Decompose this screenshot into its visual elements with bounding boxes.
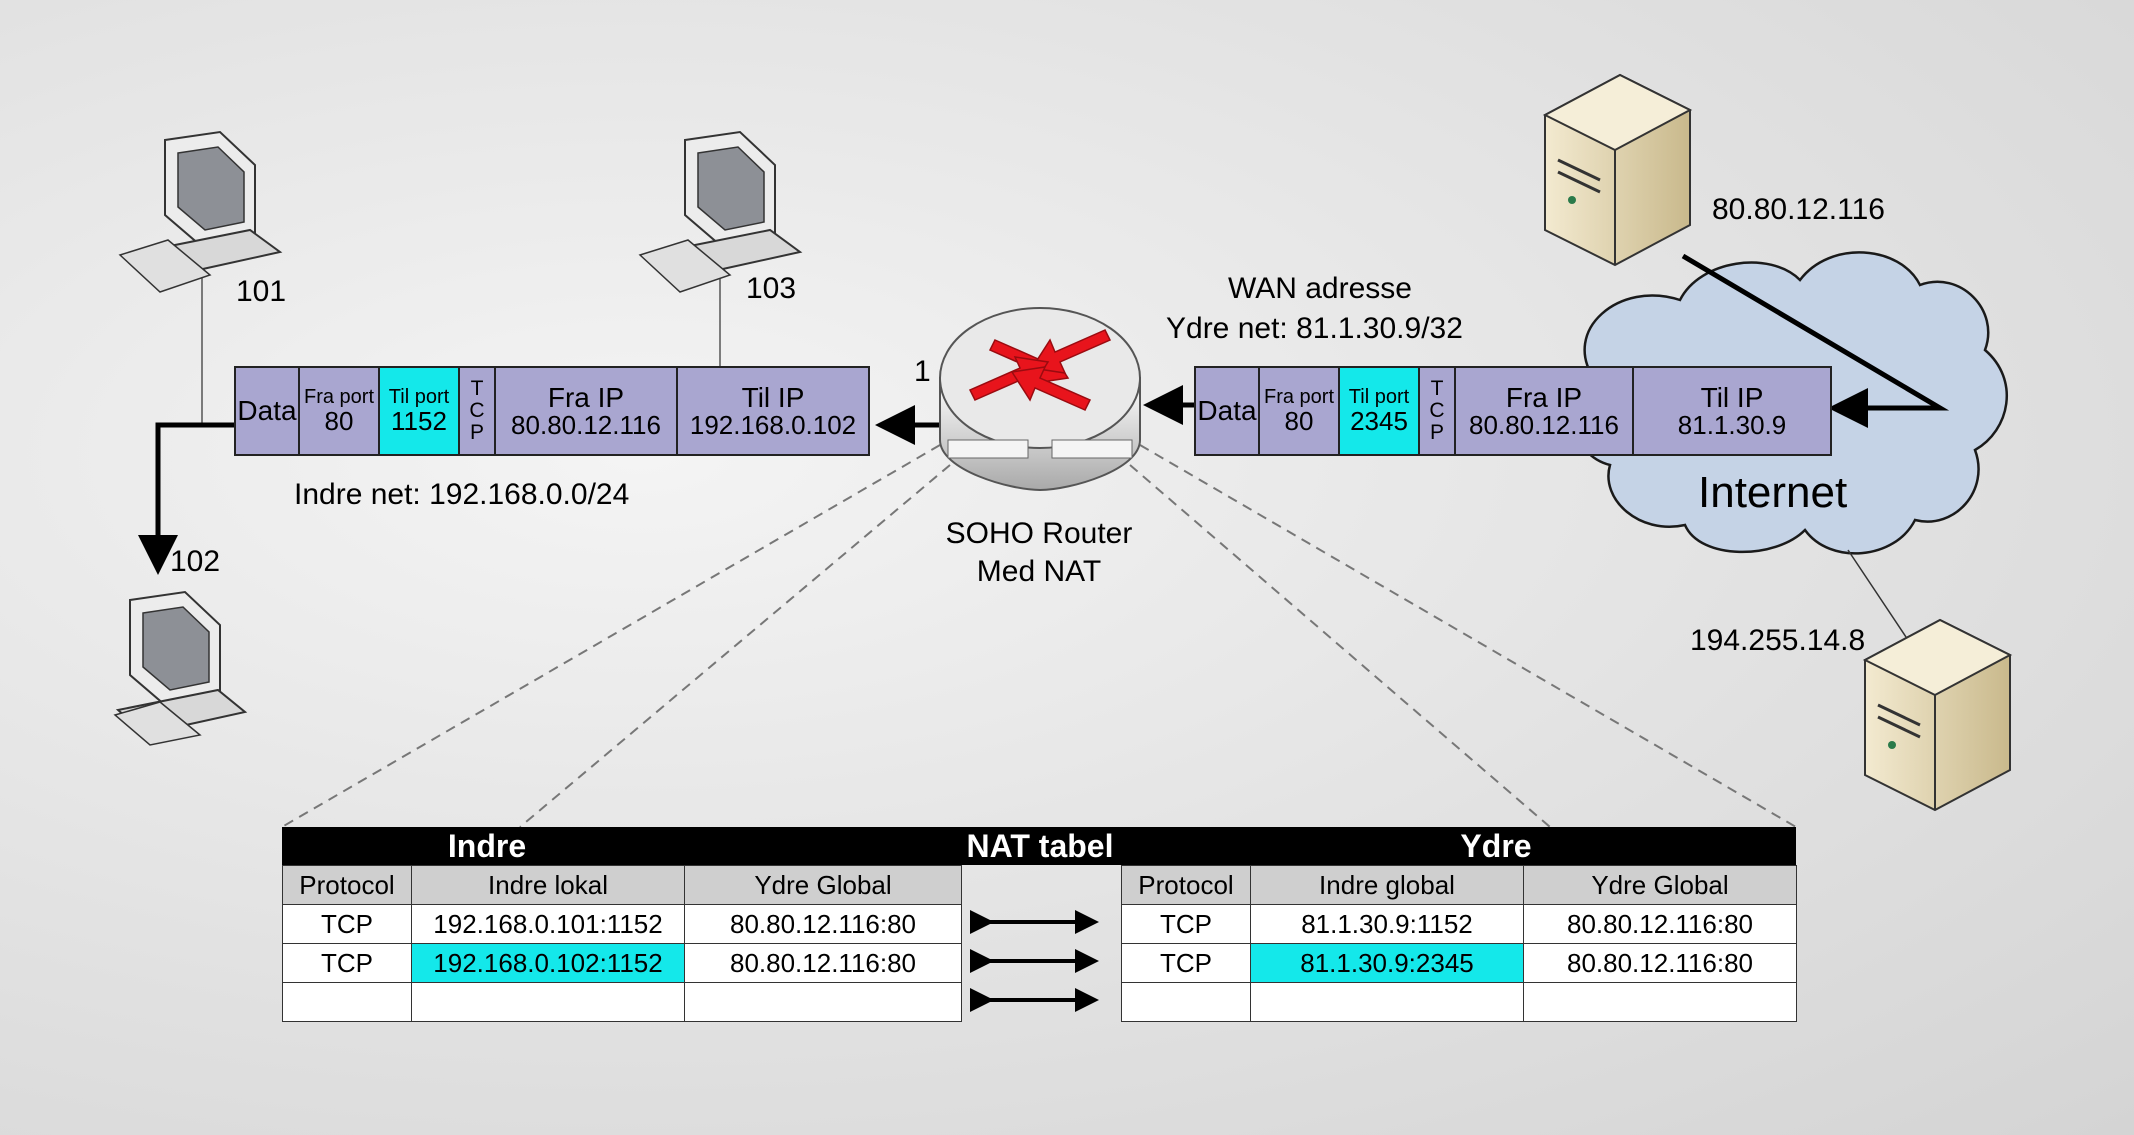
zoom-lines (281, 444, 1797, 828)
from-ip-value: 80.80.12.116 (1469, 410, 1619, 441)
nat-table-title: NAT tabel (966, 828, 1114, 864)
path-server-to-wan (1681, 253, 1950, 428)
router-port-label: 1 (914, 355, 931, 388)
tcp-letter: T (470, 376, 484, 400)
col-header: Indre lokal (411, 865, 685, 905)
packet-to-port-cell: Til port 1152 (380, 368, 460, 454)
to-port-value: 2345 (1350, 405, 1408, 436)
server-top-ip: 80.80.12.116 (1712, 193, 1885, 226)
table-cell: TCP (1121, 943, 1251, 983)
path-to-pc102 (138, 422, 236, 575)
table-cell: 192.168.0.101:1152 (411, 904, 685, 944)
table-cell: TCP (1121, 904, 1251, 944)
table-header-row: Protocol Indre lokal Ydre Global (282, 865, 962, 905)
table-cell-highlighted: 81.1.30.9:2345 (1250, 943, 1524, 983)
packet-data-cell: Data (236, 368, 300, 454)
table-cell: 80.80.12.116:80 (1523, 943, 1797, 983)
internet-label: Internet (1698, 468, 1848, 517)
table-cell (1523, 982, 1797, 1022)
from-ip-value: 80.80.12.116 (511, 410, 661, 441)
from-port-label: Fra port (1263, 385, 1335, 408)
to-port-label: Til port (1348, 385, 1410, 408)
nat-inner-table: Protocol Indre lokal Ydre Global TCP 192… (282, 865, 962, 1022)
server-bottom-ip: 194.255.14.8 (1690, 624, 1866, 657)
packet-wan: Data Fra port 80 Til port 2345 T C P Fra… (1194, 366, 1832, 456)
to-ip-value: 81.1.30.9 (1677, 410, 1787, 441)
packet-to-ip-cell: Til IP 81.1.30.9 (1634, 368, 1830, 454)
from-ip-label: Fra IP (547, 381, 625, 413)
host-label-102: 102 (170, 545, 221, 578)
nat-outer-table: Protocol Indre global Ydre Global TCP 81… (1121, 865, 1797, 1022)
host-label-101: 101 (236, 275, 287, 308)
nat-outer-title: Ydre (1460, 828, 1532, 864)
router-label-line2: Med NAT (976, 555, 1102, 588)
nat-mapping-arrows (970, 910, 1099, 1012)
host-label-103: 103 (746, 272, 797, 305)
router-icon (939, 307, 1141, 492)
to-port-label: Til port (388, 385, 450, 408)
table-cell-highlighted: 192.168.0.102:1152 (411, 943, 685, 983)
from-port-value: 80 (324, 405, 354, 436)
packet-tcp-cell: T C P (1420, 368, 1456, 454)
packet-to-port-cell: Til port 2345 (1340, 368, 1420, 454)
table-cell (411, 982, 685, 1022)
col-header: Ydre Global (684, 865, 962, 905)
table-cell: TCP (282, 904, 412, 944)
table-cell: 80.80.12.116:80 (684, 904, 962, 944)
from-port-value: 80 (1284, 405, 1314, 436)
table-cell: 80.80.12.116:80 (684, 943, 962, 983)
table-row: TCP 81.1.30.9:2345 80.80.12.116:80 (1121, 943, 1797, 983)
packet-from-ip-cell: Fra IP 80.80.12.116 (1456, 368, 1634, 454)
tcp-letter: P (1429, 421, 1444, 445)
nat-inner-title: Indre (447, 828, 527, 864)
to-ip-label: Til IP (741, 381, 805, 413)
packet-data-cell: Data (1196, 368, 1260, 454)
col-header: Protocol (282, 865, 412, 905)
packet-from-ip-cell: Fra IP 80.80.12.116 (496, 368, 678, 454)
table-row (282, 982, 962, 1022)
tcp-letter: T (1430, 376, 1444, 400)
to-port-value: 1152 (391, 405, 447, 436)
computer-101-icon (118, 130, 283, 293)
link-server-bottom (1847, 549, 1909, 641)
table-cell (684, 982, 962, 1022)
packet-to-ip-cell: Til IP 192.168.0.102 (678, 368, 868, 454)
table-cell: 81.1.30.9:1152 (1250, 904, 1524, 944)
tcp-letter: P (469, 421, 484, 445)
inner-net-label: Indre net: 192.168.0.0/24 (294, 478, 630, 511)
table-row: TCP 81.1.30.9:1152 80.80.12.116:80 (1121, 904, 1797, 944)
table-row: TCP 192.168.0.102:1152 80.80.12.116:80 (282, 943, 962, 983)
to-ip-label: Til IP (1700, 381, 1764, 413)
computer-102-icon (113, 590, 248, 746)
tcp-letter: C (469, 398, 485, 422)
server-bottom-icon (1862, 618, 2013, 812)
server-top-icon (1542, 73, 1693, 267)
packet-lan: Data Fra port 80 Til port 1152 T C P Fra… (234, 366, 870, 456)
col-header: Protocol (1121, 865, 1251, 905)
from-ip-label: Fra IP (1505, 381, 1583, 413)
table-cell (282, 982, 412, 1022)
table-row: TCP 192.168.0.101:1152 80.80.12.116:80 (282, 904, 962, 944)
to-ip-value: 192.168.0.102 (689, 410, 857, 441)
router-label-line1: SOHO Router (945, 517, 1133, 550)
table-header-row: Protocol Indre global Ydre Global (1121, 865, 1797, 905)
packet-from-port-cell: Fra port 80 (1260, 368, 1340, 454)
packet-from-port-cell: Fra port 80 (300, 368, 380, 454)
table-row (1121, 982, 1797, 1022)
wan-net-label: Ydre net: 81.1.30.9/32 (1166, 312, 1463, 345)
col-header: Ydre Global (1523, 865, 1797, 905)
from-port-label: Fra port (303, 385, 375, 408)
tcp-letter: C (1429, 398, 1445, 422)
col-header: Indre global (1250, 865, 1524, 905)
computer-103-icon (638, 130, 803, 293)
nat-table-header-bar (282, 827, 1796, 865)
table-cell: TCP (282, 943, 412, 983)
wan-title-label: WAN adresse (1228, 272, 1412, 305)
table-cell (1121, 982, 1251, 1022)
table-cell (1250, 982, 1524, 1022)
table-cell: 80.80.12.116:80 (1523, 904, 1797, 944)
packet-tcp-cell: T C P (460, 368, 496, 454)
